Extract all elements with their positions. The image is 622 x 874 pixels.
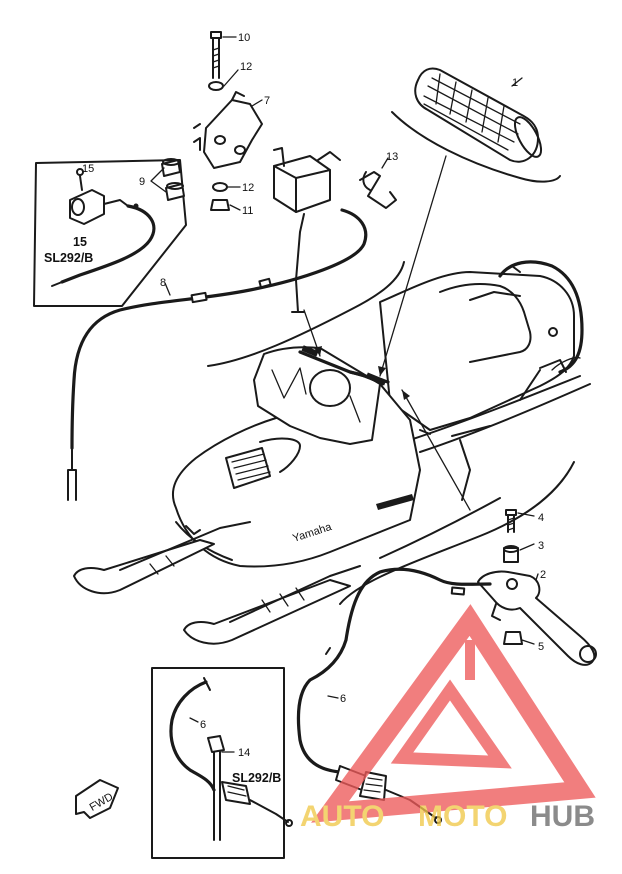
- callout-9: 9: [139, 176, 145, 188]
- inset-top-left-part-number: 15: [73, 235, 87, 249]
- snowmobile: Yamaha: [73, 260, 591, 645]
- inset-top-left: 15 SL292/B: [33, 159, 187, 307]
- washer-12-lower: [212, 182, 228, 192]
- throttle-cable-8: [67, 208, 368, 501]
- nut-11: [210, 199, 230, 211]
- washer-12-upper: [208, 81, 224, 91]
- callout-11: 11: [242, 205, 253, 217]
- seat-rear-body: [379, 271, 575, 431]
- switch-box: [273, 155, 331, 213]
- bracket-assembly: [150, 31, 263, 211]
- inset-bottom-left-model-code: SL292/B: [232, 771, 281, 785]
- watermark-hub: HUB: [530, 800, 595, 833]
- watermark: AUTO MOTO HUB: [300, 604, 596, 833]
- grip-divider-line: [391, 111, 561, 183]
- brake-lever-assembly: [477, 509, 597, 666]
- ski-left: [73, 539, 215, 595]
- callout-1: 1: [512, 77, 518, 89]
- switch-assembly-15: [51, 168, 156, 287]
- watermark-moto: MOTO: [418, 800, 507, 833]
- callout-12b: 12: [242, 182, 254, 194]
- bolt-10-head: [210, 31, 222, 39]
- bolt-10-shank: [212, 37, 220, 79]
- callouts: 1 2 3 4 5 6 6 7 8 9 10 11 12 12 13 14: [139, 32, 546, 759]
- inset-bottom-left-frame: [151, 667, 285, 859]
- inset-top-left-model-code: SL292/B: [44, 251, 93, 265]
- ski-right: [183, 579, 351, 645]
- brake-lever-2: [477, 570, 596, 666]
- inset-top-left-frame: [33, 159, 187, 307]
- upper-divider-line: [207, 261, 405, 367]
- switch-box-wire: [295, 213, 305, 313]
- callout-14: 14: [238, 747, 250, 759]
- nut-5: [503, 631, 523, 645]
- bolt-4-head: [505, 509, 517, 516]
- inset-bottom-left: [151, 667, 293, 859]
- bracket-7: [203, 99, 263, 169]
- watermark-auto: AUTO: [300, 800, 384, 833]
- bushing-9-upper: [161, 159, 181, 177]
- throttle-switch-box: [273, 147, 341, 313]
- bushing-9-lower: [165, 183, 185, 201]
- headlight-grille: [225, 447, 271, 489]
- direction-marker: FWD: [75, 779, 119, 819]
- callout-6b: 6: [200, 719, 206, 731]
- callout-6a: 6: [340, 693, 346, 705]
- callout-5: 5: [538, 641, 544, 653]
- callout-3: 3: [538, 540, 544, 552]
- callout-8: 8: [160, 277, 166, 289]
- callout-2: 2: [540, 569, 546, 581]
- leader-lines: [303, 155, 471, 511]
- callout-13: 13: [386, 151, 398, 163]
- clip-13: [359, 157, 397, 209]
- callout-10: 10: [238, 32, 250, 44]
- callout-12a: 12: [240, 61, 252, 73]
- callout-4: 4: [538, 512, 544, 524]
- watermark-logo: [311, 604, 596, 823]
- handlebar-grip-1: [414, 67, 543, 163]
- callout-7: 7: [264, 95, 270, 107]
